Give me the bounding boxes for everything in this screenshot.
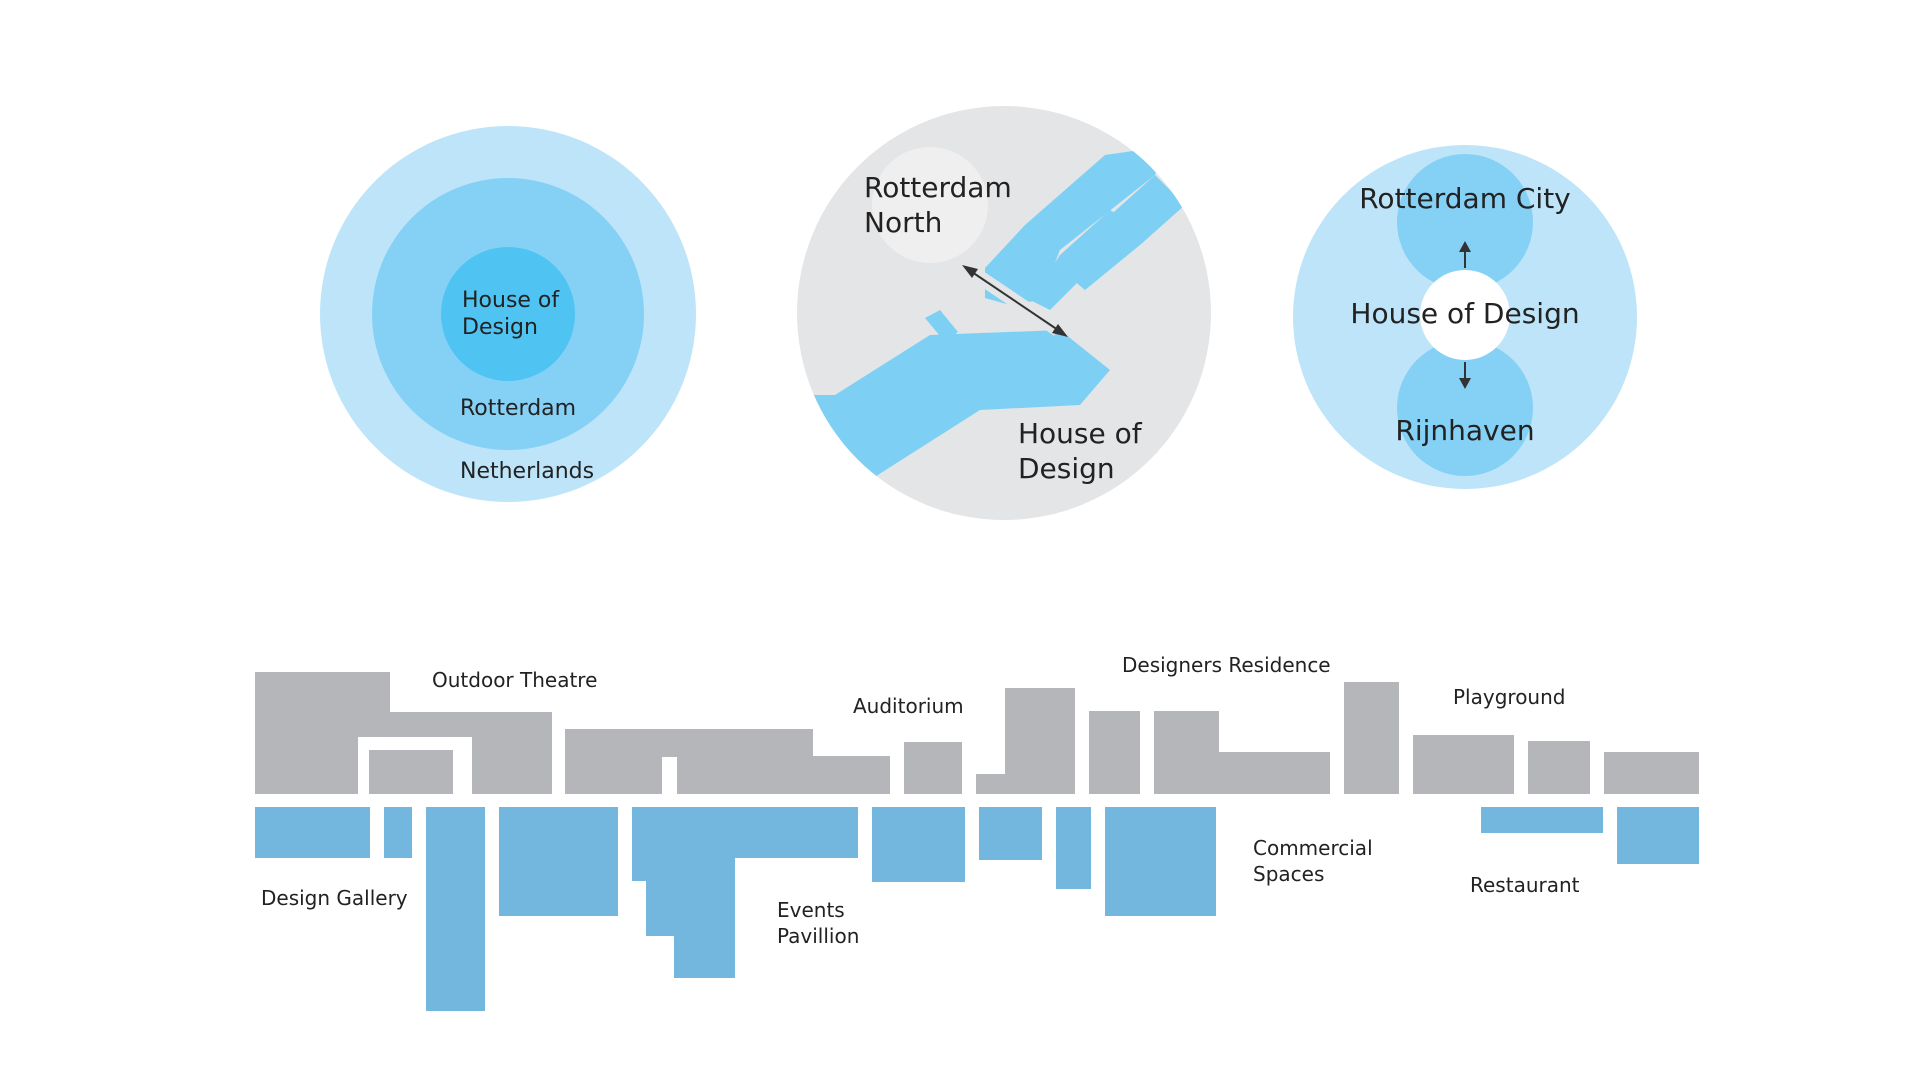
house-of-design-node — [1420, 270, 1510, 360]
auditorium-label: Auditorium — [853, 694, 964, 718]
events-pavillion-label-line-1: Events — [777, 898, 845, 922]
restaurant-block-2 — [1617, 807, 1699, 864]
rijnhaven-label: Rijnhaven — [1395, 414, 1534, 447]
rotterdam-city-label: Rotterdam City — [1359, 182, 1571, 215]
outdoor-theatre-label: Outdoor Theatre — [432, 668, 597, 692]
rotterdam-label: Rotterdam — [460, 396, 576, 421]
design-gallery-label: Design Gallery — [261, 886, 408, 910]
events-pavillion-label-line-2: Pavillion — [777, 924, 859, 948]
playground-block-3 — [1604, 752, 1699, 794]
playground-block-1 — [1413, 735, 1514, 794]
program-section: Outdoor Theatre Auditorium Designers Res… — [255, 653, 1699, 1011]
theatre-stage-block — [369, 750, 453, 794]
gallery-small-block — [384, 807, 412, 858]
connection-arrow — [971, 271, 1059, 331]
commercial-block-3 — [1105, 807, 1216, 916]
commercial-block-1 — [979, 807, 1042, 860]
harbour-mid-basin — [1030, 210, 1135, 310]
playground-block-2 — [1528, 741, 1590, 794]
designers-residence-label: Designers Residence — [1122, 653, 1331, 677]
rijnhaven-basin — [975, 350, 1090, 390]
arrow-up-head — [1459, 241, 1471, 252]
core-label-line-1: House of — [462, 288, 560, 313]
rotterdam-north-label-line-2: North — [864, 206, 942, 239]
netherlands-label: Netherlands — [460, 459, 594, 484]
house-of-design-core — [441, 247, 575, 381]
residence-block-3 — [1154, 711, 1330, 794]
gallery-deep-block — [426, 807, 485, 1011]
commercial-spaces-label-line-1: Commercial — [1253, 836, 1373, 860]
residence-tower-2 — [1089, 711, 1140, 794]
residence-tower-4 — [1344, 682, 1399, 794]
playground-label: Playground — [1453, 685, 1565, 709]
arrowhead-north — [962, 265, 978, 278]
outdoor-theatre-block — [255, 672, 552, 794]
lower-volumes — [255, 807, 1699, 1011]
harbour-upper-basin — [985, 150, 1160, 305]
map-diagram: Rotterdam North House of Design — [797, 106, 1211, 520]
events-roof-block — [565, 729, 890, 794]
commercial-block-2 — [1056, 807, 1091, 889]
site-label-line-1: House of — [1018, 417, 1143, 450]
residence-tower-1 — [976, 688, 1075, 794]
restaurant-label: Restaurant — [1470, 873, 1580, 897]
rotterdam-north-label-line-1: Rotterdam — [864, 171, 1012, 204]
auditorium-block — [904, 742, 962, 794]
arrowhead-south — [1052, 324, 1068, 337]
rotterdam-city-node — [1397, 154, 1533, 290]
scale-diagram: House of Design Rotterdam Netherlands — [320, 126, 696, 502]
site-label-line-2: Design — [1018, 452, 1115, 485]
restaurant-block-1 — [1481, 807, 1603, 833]
link-diagram: Rotterdam City House of Design Rijnhaven — [1293, 145, 1637, 489]
arrow-down-head — [1459, 378, 1471, 389]
rotterdam-north-zone — [872, 147, 988, 263]
upper-volumes — [255, 672, 1699, 794]
commercial-spaces-label-line-2: Spaces — [1253, 862, 1324, 886]
design-gallery-block — [255, 807, 370, 858]
house-of-design-label: House of Design — [1350, 297, 1579, 330]
auditorium-lower-block — [872, 807, 965, 882]
events-pavillion-block — [632, 807, 858, 978]
harbour-inlet — [925, 310, 958, 342]
gallery-annex-block — [499, 807, 618, 916]
rijnhaven-node — [1397, 340, 1533, 476]
core-label-line-2: Design — [462, 315, 538, 340]
